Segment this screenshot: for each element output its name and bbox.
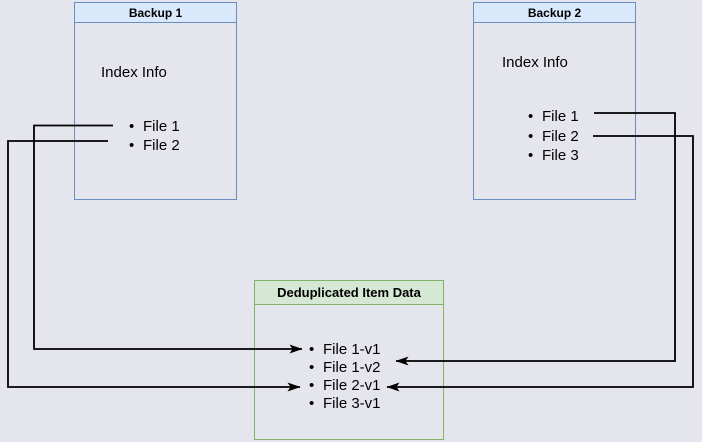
file-item: File 1-v1 <box>309 341 381 359</box>
backup1-file-list: File 1File 2 <box>129 117 180 155</box>
file-item: File 2-v1 <box>309 377 381 395</box>
file-item: File 3-v1 <box>309 395 381 413</box>
deduplicated-item-data-box: Deduplicated Item Data File 1-v1File 1-v… <box>254 280 444 440</box>
dedup-file-list: File 1-v1File 1-v2File 2-v1File 3-v1 <box>309 341 381 413</box>
deduplicated-item-data-title: Deduplicated Item Data <box>255 281 443 305</box>
file-item: File 3 <box>528 146 579 166</box>
file-item: File 1-v2 <box>309 359 381 377</box>
backup1-index-info-label: Index Info <box>101 64 167 81</box>
file-item: File 2 <box>528 127 579 147</box>
backup2-box: Backup 2 Index Info File 1File 2File 3 <box>473 2 636 200</box>
backup2-index-info-label: Index Info <box>502 54 568 71</box>
file-item: File 1 <box>528 107 579 127</box>
file-item: File 1 <box>129 117 180 136</box>
backup2-file-list: File 1File 2File 3 <box>528 107 579 166</box>
file-item: File 2 <box>129 136 180 155</box>
backup2-title: Backup 2 <box>474 3 635 23</box>
backup1-box: Backup 1 Index Info File 1File 2 <box>74 2 237 200</box>
backup1-title: Backup 1 <box>75 3 236 23</box>
